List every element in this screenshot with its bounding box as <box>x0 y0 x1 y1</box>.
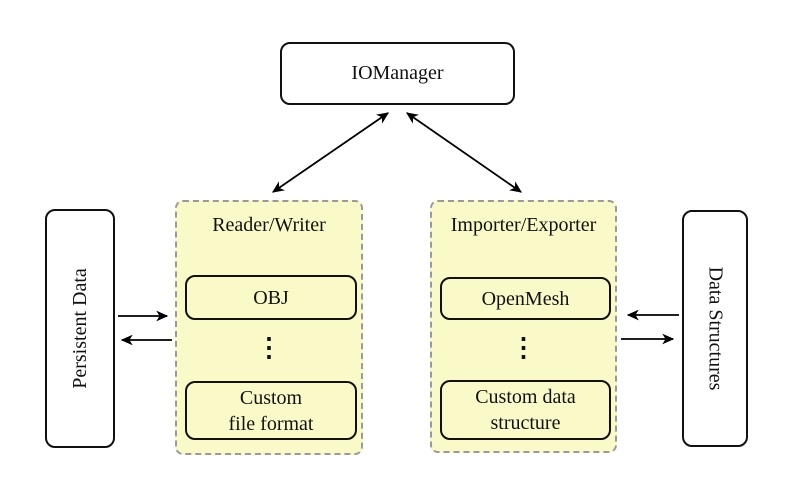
node-openmesh: OpenMesh <box>440 277 611 320</box>
group-importer-exporter-label: Importer/Exporter <box>450 214 597 236</box>
group-reader-writer-label: Reader/Writer <box>212 214 326 236</box>
arrow-iomanager-readerwriter <box>272 112 389 193</box>
arrow-iomanager-importerexporter <box>406 112 522 193</box>
node-custom-file-format: Custom file format <box>185 381 357 440</box>
node-iomanager: IOManager <box>280 42 515 105</box>
node-data-structures-label: Data Structures <box>704 266 727 391</box>
node-obj: OBJ <box>185 275 357 320</box>
node-persistent-data-label: Persistent Data <box>68 268 91 389</box>
node-persistent-data: Persistent Data <box>45 209 115 448</box>
node-custom-data-structure: Custom data structure <box>440 380 611 440</box>
ellipsis-importer-exporter: ⋮ <box>510 333 537 362</box>
node-iomanager-label: IOManager <box>351 62 444 84</box>
ellipsis-reader-writer: ⋮ <box>256 333 282 362</box>
node-data-structures: Data Structures <box>682 210 748 447</box>
group-reader-writer: Reader/Writer OBJ ⋮ Custom file format <box>175 200 363 455</box>
group-importer-exporter: Importer/Exporter OpenMesh ⋮ Custom data… <box>430 200 617 453</box>
